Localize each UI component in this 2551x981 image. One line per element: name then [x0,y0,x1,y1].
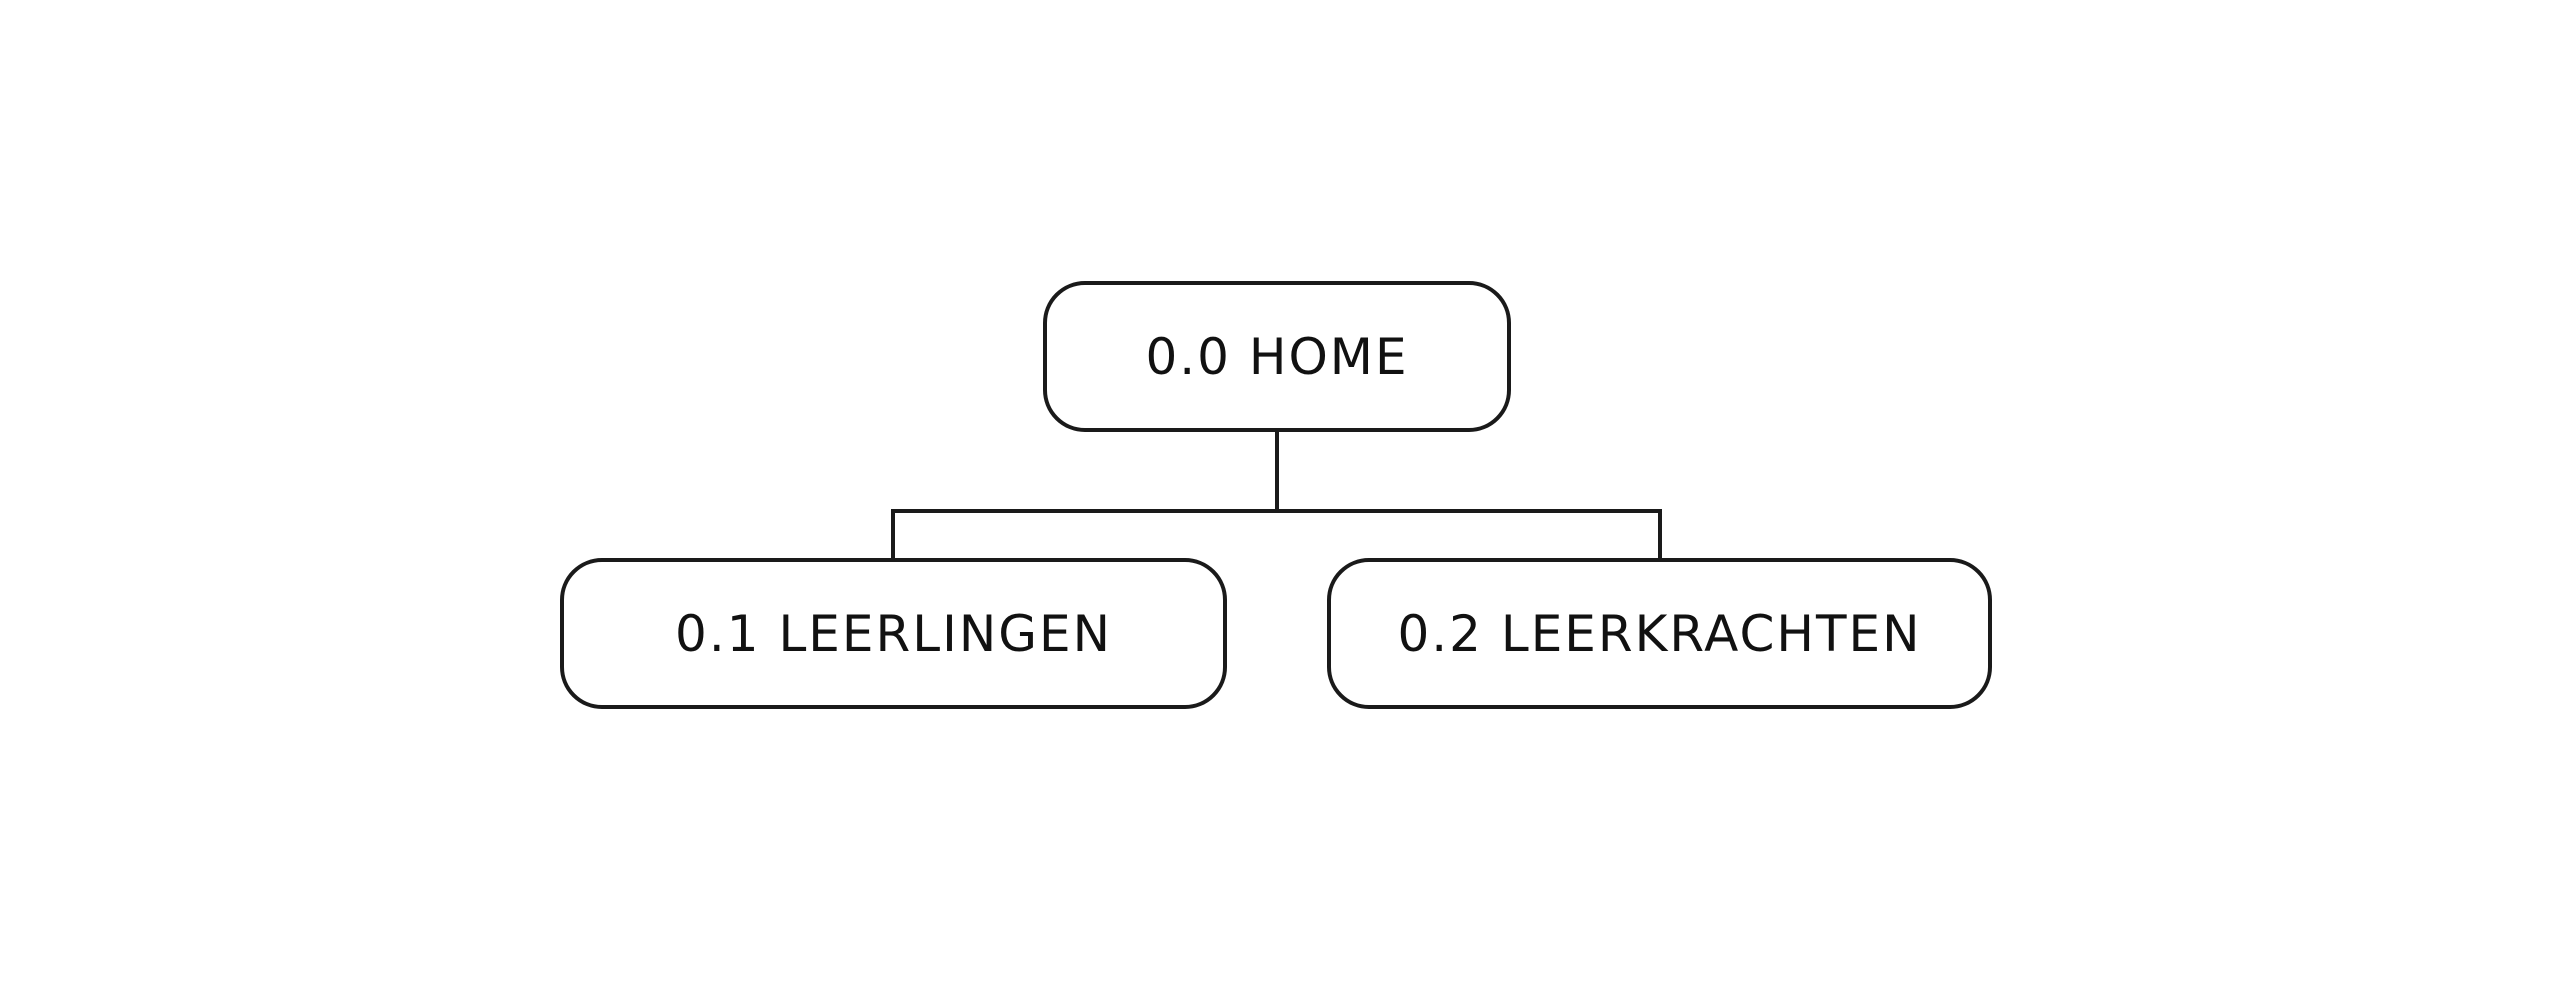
node-leerlingen: 0.1 LEERLINGEN [560,558,1227,709]
node-home: 0.0 HOME [1043,281,1511,432]
node-leerkrachten: 0.2 LEERKRACHTEN [1327,558,1992,709]
node-leerlingen-label: 0.1 LEERLINGEN [675,604,1112,663]
node-leerkrachten-label: 0.2 LEERKRACHTEN [1397,604,1922,663]
node-home-label: 0.0 HOME [1145,327,1409,386]
